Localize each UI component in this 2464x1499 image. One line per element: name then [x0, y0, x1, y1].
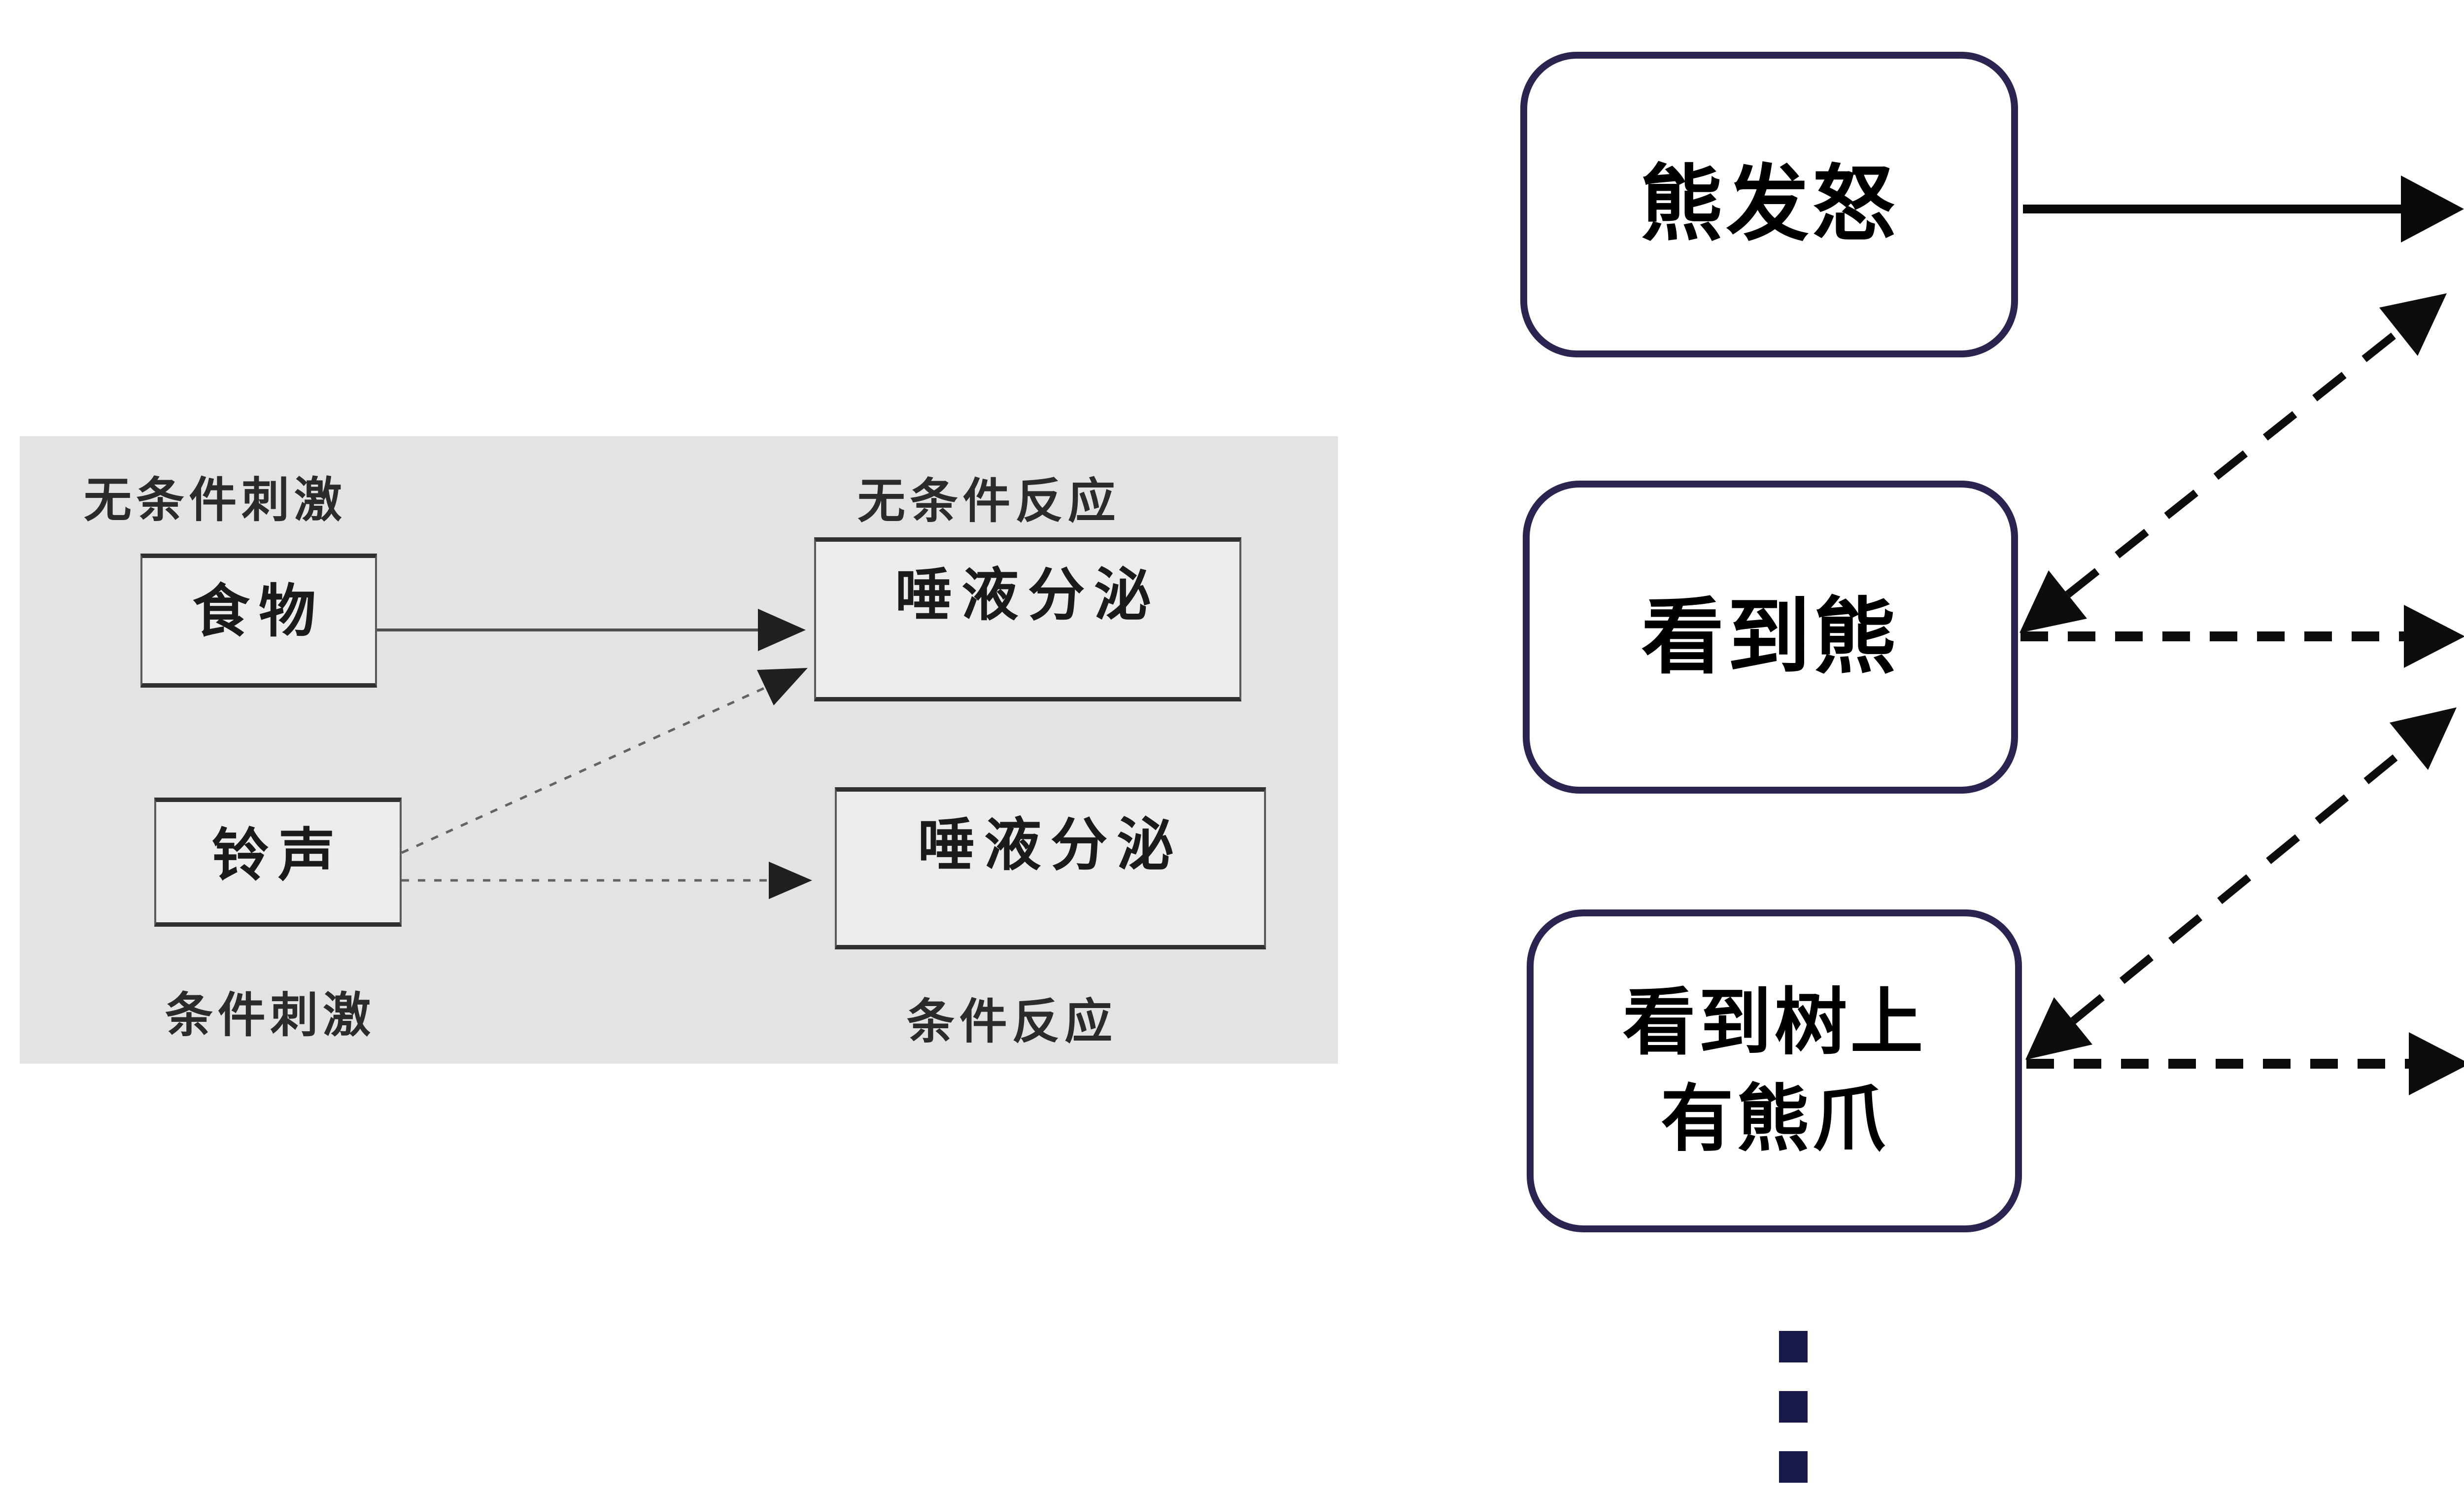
dashed-arrow-bell-to-salivation-top — [401, 686, 766, 854]
pavlov-arrows — [377, 609, 812, 899]
box-salivation-top-label: 唾液分泌 — [895, 562, 1161, 628]
dashed-double-arrow-reward-seebear — [2065, 328, 2401, 598]
label-conditioned-stimulus: 条件刺激 — [165, 987, 376, 1043]
pavlov-conditioning-panel: 无条件刺激 无条件反应 食物 唾液分泌 铃声 唾液分泌 条件刺激 条件反应 — [20, 436, 1338, 1064]
node-see-bear: 看到熊 — [1523, 481, 2018, 794]
dashed-arrowhead-icon — [2404, 605, 2464, 668]
dashed-arrowhead-icon — [2019, 570, 2087, 633]
dashed-arrowhead-icon — [2390, 707, 2457, 770]
label-unconditioned-response: 无条件反应 — [857, 473, 1121, 529]
node-see-claw-on-tree: 看到树上 有熊爪 — [1527, 909, 2022, 1232]
dashed-arrowhead-icon — [2379, 293, 2447, 356]
box-bell: 铃声 — [154, 798, 402, 927]
solid-arrowhead-icon — [758, 609, 806, 651]
dashed-arrowhead-icon — [2025, 997, 2092, 1060]
node-see-claw-on-tree-label: 看到树上 有熊爪 — [1622, 980, 1926, 1161]
dot-icon — [1779, 1331, 1808, 1362]
dot-icon — [1779, 1391, 1808, 1423]
node-see-bear-label: 看到熊 — [1641, 588, 1900, 685]
box-food: 食物 — [140, 554, 377, 688]
dashed-arrowhead-icon — [757, 668, 808, 705]
node-bear-angry: 熊发怒 — [1520, 52, 2018, 357]
box-salivation-bottom-label: 唾液分泌 — [918, 812, 1183, 878]
label-conditioned-response: 条件反应 — [907, 994, 1117, 1049]
node-bear-angry-label: 熊发怒 — [1640, 156, 1899, 253]
box-food-label: 食物 — [192, 578, 325, 645]
box-bell-label: 铃声 — [211, 822, 344, 889]
dashed-arrowhead-icon — [2409, 1032, 2464, 1095]
solid-arrowhead-icon — [2401, 175, 2464, 243]
dashed-arrowhead-icon — [769, 862, 812, 899]
label-unconditioned-stimulus: 无条件刺激 — [84, 472, 347, 528]
dashed-double-arrow-vsprime-seeclaw — [2070, 743, 2412, 1024]
box-salivation-bottom: 唾液分泌 — [835, 787, 1266, 949]
dot-icon — [1779, 1451, 1808, 1483]
box-salivation-top: 唾液分泌 — [814, 537, 1241, 701]
